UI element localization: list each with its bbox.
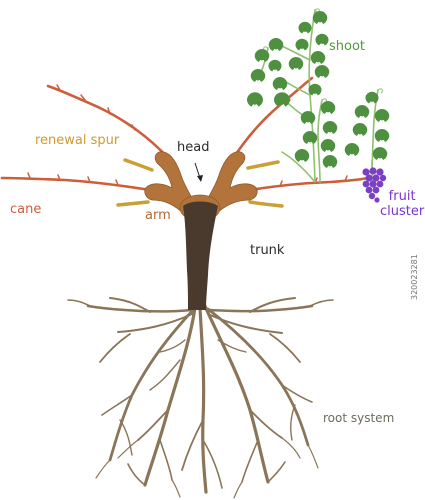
stock-id-watermark: 320023281 bbox=[410, 254, 419, 300]
head-pointer-arrow bbox=[194, 162, 203, 182]
head-label: head bbox=[177, 140, 210, 155]
fruit-cluster-label-line1: fruit bbox=[388, 189, 416, 204]
arm-label: arm bbox=[145, 208, 171, 223]
fruit-cluster-label: fruit cluster bbox=[380, 189, 424, 219]
renewal-spurs bbox=[116, 158, 284, 208]
shoot-label: shoot bbox=[329, 39, 366, 54]
root-system-label: root system bbox=[323, 411, 395, 425]
cane-label: cane bbox=[10, 202, 42, 217]
shoots bbox=[247, 8, 390, 183]
renewal-spur-label: renewal spur bbox=[35, 133, 120, 148]
fruit-cluster-label-line2: cluster bbox=[380, 204, 425, 219]
trunk-label: trunk bbox=[250, 243, 285, 258]
root-system bbox=[67, 297, 334, 499]
trunk bbox=[183, 201, 218, 310]
fruit-cluster-icon bbox=[362, 160, 387, 203]
